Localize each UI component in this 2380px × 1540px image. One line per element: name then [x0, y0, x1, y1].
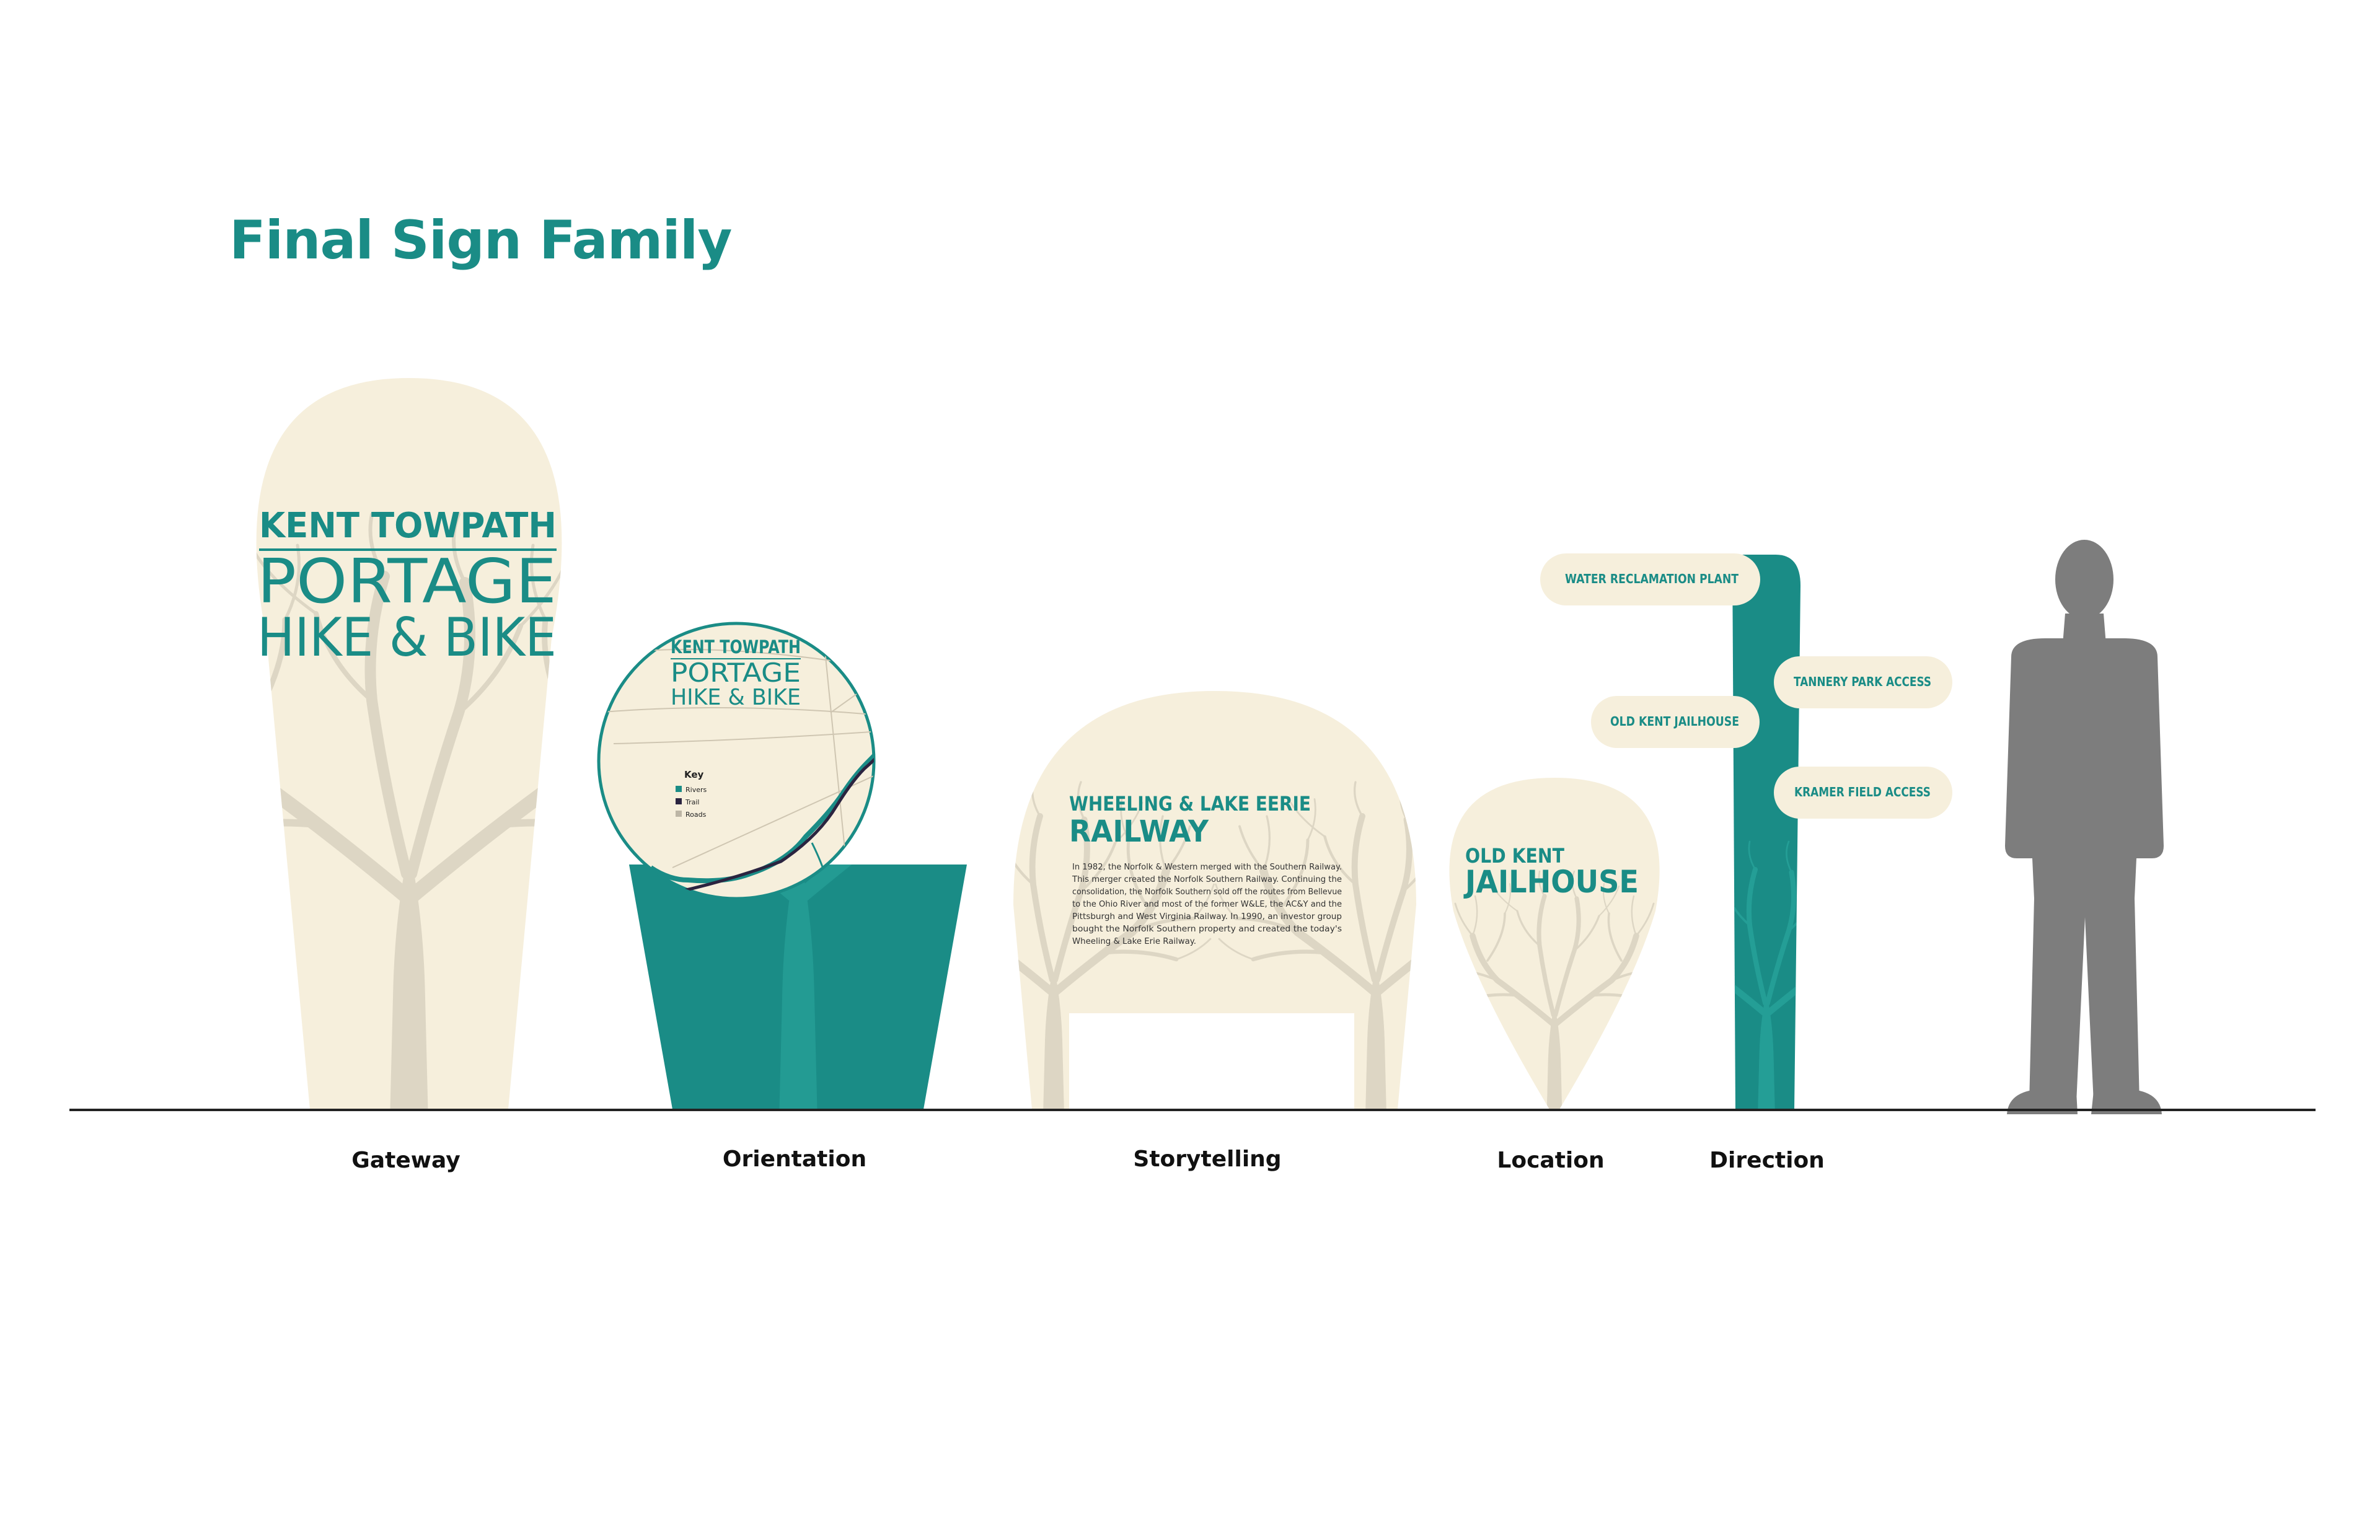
- map-key-item: Rivers: [685, 786, 707, 794]
- body-line: Wheeling & Lake Erie Railway.: [1072, 937, 1196, 946]
- gateway-title-kent-towpath: KENT TOWPATH: [259, 506, 557, 546]
- gateway-title-portage: PORTAGE: [257, 547, 557, 617]
- map-key-item: Roads: [685, 811, 707, 819]
- caption-orientation: Orientation: [722, 1146, 867, 1172]
- map-trail: [675, 669, 874, 894]
- map-key-item: Trail: [685, 798, 699, 806]
- direction-arm-tannery-park: [1774, 656, 1952, 708]
- storytelling-sign: WHEELING & LAKE EERIE RAILWAY In 1982, t…: [1013, 691, 1416, 1109]
- gateway-sign: KENT TOWPATH PORTAGE HIKE & BIKE: [256, 378, 562, 1109]
- map-key-swatch-trail: [676, 798, 682, 804]
- gateway-title-rule: [259, 548, 557, 551]
- storytelling-title-railway: RAILWAY: [1069, 814, 1209, 849]
- gateway-title-hike-bike: HIKE & BIKE: [257, 607, 557, 669]
- person-silhouette-icon: [2005, 540, 2164, 1114]
- map-you-are-here-label: YOU ARE HERE: [918, 749, 1000, 760]
- direction-arm-kramer-field: [1774, 767, 1952, 819]
- location-title-jailhouse: JAILHOUSE: [1463, 864, 1639, 900]
- caption-storytelling: Storytelling: [1133, 1146, 1282, 1172]
- direction-arm-label: TANNERY PARK ACCESS: [1794, 674, 1931, 689]
- orientation-title-kent-towpath: KENT TOWPATH: [671, 636, 801, 658]
- caption-direction: Direction: [1709, 1148, 1825, 1173]
- location-panel: [1449, 778, 1660, 1109]
- caption-gateway: Gateway: [351, 1148, 461, 1173]
- map-key-swatch-rivers: [676, 786, 682, 792]
- direction-arm-label: KRAMER FIELD ACCESS: [1794, 785, 1931, 799]
- direction-arm-water-reclamation: [1540, 553, 1760, 605]
- body-line: to the Ohio River and most of the former…: [1072, 900, 1342, 909]
- direction-arm-label: WATER RECLAMATION PLANT: [1565, 571, 1739, 586]
- direction-sign: WATER RECLAMATION PLANT TANNERY PARK ACC…: [1540, 553, 1952, 1109]
- caption-location: Location: [1497, 1148, 1605, 1173]
- map-key-swatch-roads: [676, 811, 682, 817]
- body-line: In 1982, the Norfolk & Western merged wi…: [1072, 863, 1342, 872]
- storytelling-body-text: In 1982, the Norfolk & Western merged wi…: [1072, 863, 1342, 946]
- body-line: bought the Norfolk Southern property and…: [1072, 925, 1342, 934]
- gateway-panel: [256, 378, 562, 1109]
- direction-arm-old-kent-jailhouse: [1591, 696, 1760, 748]
- location-sign: OLD KENT JAILHOUSE: [1449, 778, 1660, 1109]
- orientation-title-portage: PORTAGE: [671, 658, 801, 688]
- body-line: Pittsburgh and West Virginia Railway. In…: [1072, 912, 1342, 922]
- map-key-title: Key: [684, 769, 704, 780]
- location-title-old-kent: OLD KENT: [1465, 844, 1564, 868]
- map-pin-icon: [910, 671, 922, 682]
- body-line: consolidation, the Norfolk Southern sold…: [1072, 887, 1342, 897]
- orientation-sign: YOU ARE HERE Key Rivers Trail Roads KENT…: [597, 622, 1000, 1109]
- orientation-title-hike-bike: HIKE & BIKE: [671, 685, 801, 710]
- orientation-title-rule: [671, 658, 801, 659]
- storytelling-panel: [1013, 691, 1416, 1109]
- page-title: Final Sign Family: [229, 209, 732, 271]
- storytelling-title-wheeling: WHEELING & LAKE EERIE: [1069, 792, 1311, 816]
- direction-arm-label: OLD KENT JAILHOUSE: [1610, 714, 1739, 729]
- body-line: This merger created the Norfolk Southern…: [1072, 875, 1342, 884]
